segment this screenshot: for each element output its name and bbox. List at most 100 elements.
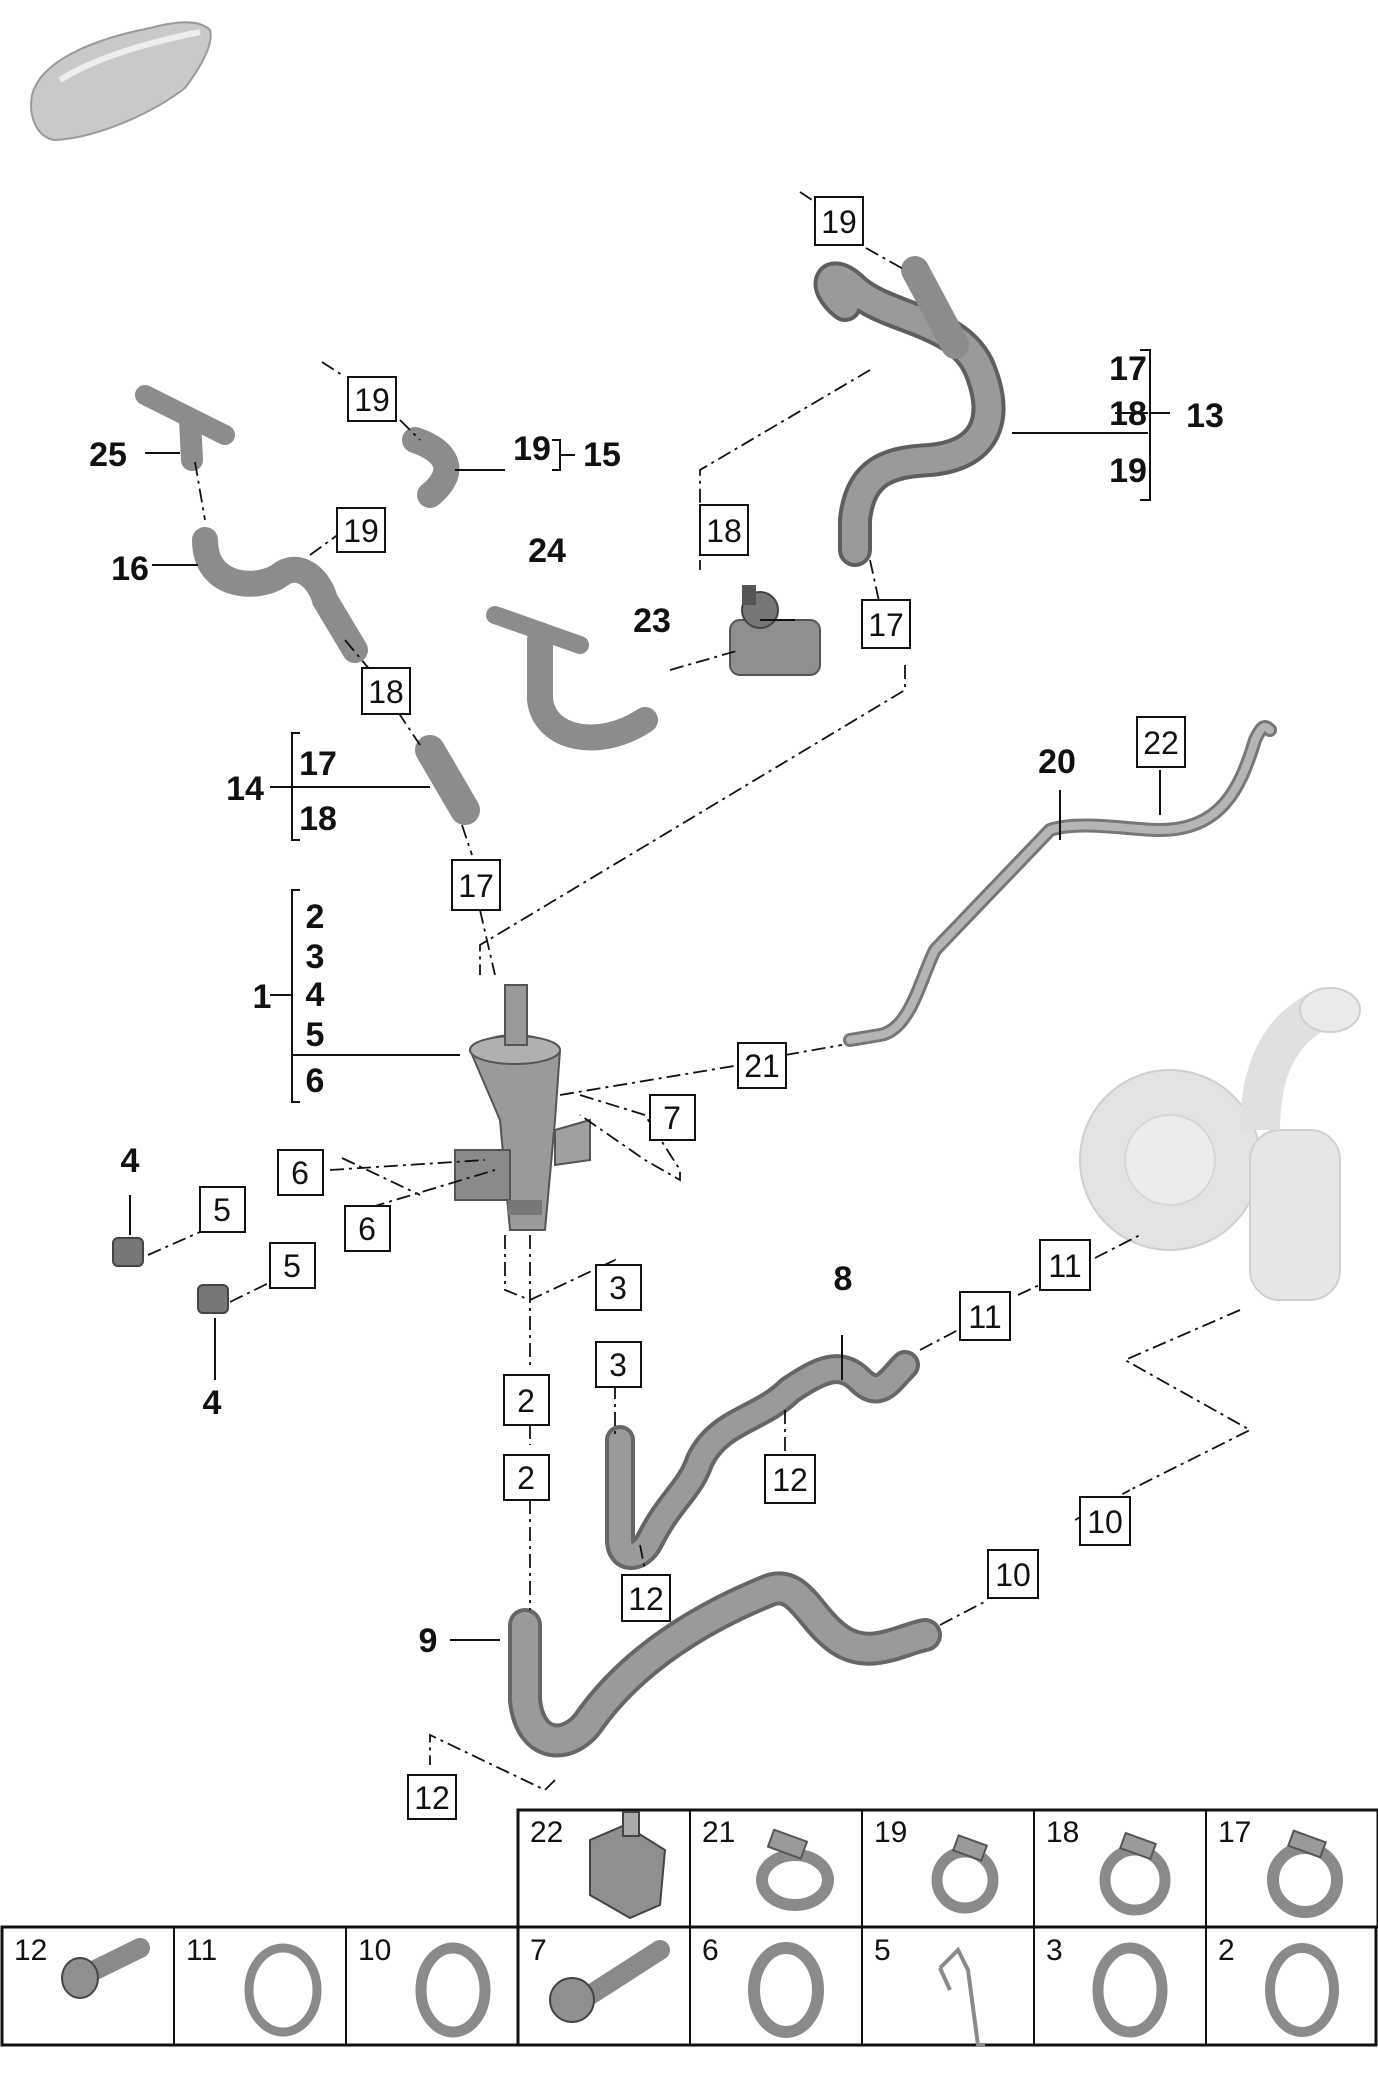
svg-text:2: 2: [517, 1460, 535, 1496]
label-1-2: 2: [306, 898, 325, 936]
part-number-labels: 17 18 19 13 19 15 25 16 24 23 20 17 18 1…: [89, 350, 1224, 1660]
label-15-19: 19: [513, 430, 551, 468]
svg-text:19: 19: [821, 204, 857, 240]
callout-12-mid: 12: [764, 1454, 816, 1504]
callout-2-upper: 2: [503, 1374, 550, 1426]
svg-text:21: 21: [744, 1048, 780, 1084]
table-cell-label: 11: [186, 1934, 217, 1967]
coolant-pipe-20: [843, 720, 1277, 1047]
dash-dot-lines: [147, 191, 1252, 1792]
label-1: 1: [253, 978, 272, 1016]
table-cell-label: 5: [874, 1934, 891, 1967]
seal-ring-3-icon: [1092, 1942, 1168, 2038]
retaining-clip-5-icon: [938, 1946, 985, 2047]
svg-text:12: 12: [414, 1780, 450, 1816]
hose-24: [486, 606, 658, 751]
label-1-5: 5: [306, 1016, 325, 1054]
callout-11-lower: 11: [959, 1291, 1011, 1341]
callout-12-lower: 12: [621, 1574, 671, 1622]
table-cell-label: 7: [530, 1934, 547, 1967]
callout-21: 21: [737, 1042, 787, 1089]
water-pump-23: [729, 585, 821, 676]
label-1-4: 4: [306, 976, 325, 1014]
label-13-18: 18: [1109, 395, 1147, 433]
svg-text:11: 11: [1048, 1248, 1081, 1284]
plug-4-upper: [112, 1237, 144, 1267]
svg-text:18: 18: [368, 674, 404, 710]
svg-text:19: 19: [354, 382, 390, 418]
callout-7: 7: [649, 1094, 696, 1141]
callout-boxes: 19 19 19 18 18 17 17 22 21 7 6 6 5 5 3 3…: [199, 196, 1186, 1820]
hose-14: [415, 735, 480, 825]
leader-lines: [129, 349, 1170, 1641]
label-14-18: 18: [299, 800, 337, 838]
svg-text:19: 19: [343, 513, 379, 549]
plug-4-lower: [197, 1284, 229, 1314]
bolt-7-icon: [549, 1940, 670, 2023]
callout-12-bottom: 12: [407, 1774, 457, 1820]
table-cell-label: 3: [1046, 1934, 1063, 1967]
table-cell-label: 12: [14, 1934, 47, 1967]
hose-16: [192, 527, 368, 663]
callout-19-mid: 19: [336, 507, 386, 553]
table-cell-label: 21: [702, 1816, 735, 1849]
callout-18-left: 18: [361, 667, 411, 715]
svg-text:5: 5: [283, 1248, 301, 1284]
holder-22-icon: [589, 1811, 667, 1920]
svg-text:10: 10: [1087, 1504, 1123, 1540]
svg-text:17: 17: [868, 607, 904, 643]
callout-3-lower: 3: [595, 1341, 642, 1388]
svg-text:3: 3: [609, 1347, 627, 1383]
clamp-21-icon: [756, 1828, 834, 1911]
car-silhouette-icon: [30, 21, 212, 142]
table-cell-label: 22: [530, 1816, 563, 1849]
clamp-17-icon: [1267, 1829, 1343, 1918]
table-cell-label: 19: [874, 1816, 907, 1849]
label-1-6: 6: [306, 1062, 325, 1100]
table-cell-label: 18: [1046, 1816, 1079, 1849]
callout-10-upper: 10: [1079, 1496, 1131, 1546]
table-cell-label: 6: [702, 1934, 719, 1967]
clamp-19-icon: [931, 1834, 999, 1914]
seal-ring-2-icon: [1265, 1943, 1339, 2037]
svg-text:6: 6: [291, 1155, 309, 1191]
parts-table: 22 21 19 18 17 12 11 10 7 6 5 3 2: [0, 1808, 1378, 2047]
bolt-12-icon: [61, 1938, 150, 1999]
label-14: 14: [226, 770, 264, 808]
callout-17-right: 17: [861, 599, 911, 649]
callout-5-upper: 5: [199, 1186, 246, 1233]
hose-8: [605, 1350, 920, 1570]
svg-text:11: 11: [968, 1299, 1001, 1335]
label-13: 13: [1186, 397, 1224, 435]
label-15: 15: [583, 436, 621, 474]
table-cell-label: 2: [1218, 1934, 1235, 1967]
seal-ring-10-icon: [415, 1942, 491, 2038]
callout-22: 22: [1136, 716, 1186, 768]
svg-text:22: 22: [1143, 725, 1179, 761]
seal-ring-6-icon: [748, 1942, 824, 2038]
label-14-17: 17: [299, 745, 337, 783]
label-1-3: 3: [306, 938, 325, 976]
label-13-17: 17: [1109, 350, 1147, 388]
callout-6-lower: 6: [344, 1205, 391, 1252]
callout-19-left: 19: [347, 376, 397, 422]
clamp-18-icon: [1099, 1831, 1171, 1916]
callout-3-upper: 3: [595, 1264, 642, 1311]
callout-11-upper: 11: [1039, 1239, 1091, 1291]
svg-text:3: 3: [609, 1270, 627, 1306]
svg-text:18: 18: [706, 513, 742, 549]
label-13-19: 19: [1109, 452, 1147, 490]
callout-17-left: 17: [451, 859, 501, 911]
label-23: 23: [633, 602, 671, 640]
svg-text:10: 10: [995, 1557, 1031, 1593]
coolant-distributor-1: [454, 984, 591, 1231]
table-cell-label: 17: [1218, 1816, 1251, 1849]
callout-5-lower: 5: [269, 1242, 316, 1289]
svg-text:5: 5: [213, 1192, 231, 1228]
label-20: 20: [1038, 743, 1076, 781]
hose-25: [135, 385, 235, 471]
table-cell-label: 10: [358, 1934, 391, 1967]
callout-6-upper: 6: [277, 1149, 324, 1196]
label-8: 8: [834, 1260, 853, 1298]
svg-text:6: 6: [358, 1211, 376, 1247]
